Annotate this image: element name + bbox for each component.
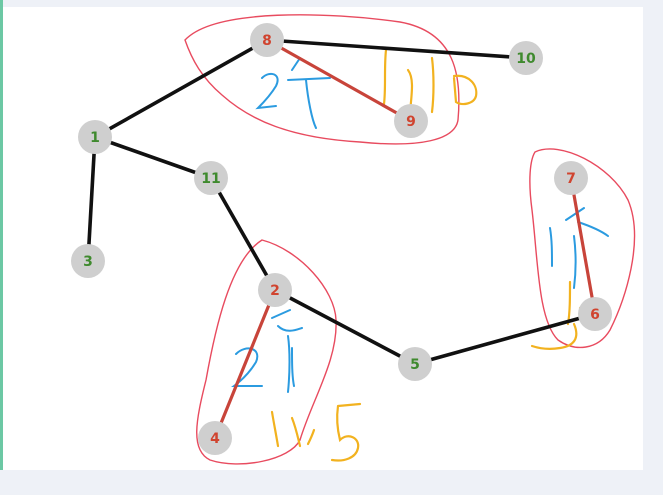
node-label: 11 [201,171,220,187]
group-circle-8-9 [184,14,460,145]
edge-8-9 [265,38,413,123]
node-circle [398,347,432,381]
node-circle [554,161,588,195]
edge-8-10 [265,38,528,60]
node-label: 2 [270,283,280,299]
edge-2-5 [273,288,417,366]
node-circle [78,120,112,154]
node-label: 7 [566,171,576,187]
edge-1-8 [93,38,269,139]
node-circle [198,421,232,455]
node-label: 5 [410,357,420,373]
group-circle-2-4 [196,239,337,465]
node-label: 8 [262,33,272,49]
node-circle [194,161,228,195]
node-11[interactable]: 11 [194,161,228,195]
node-label: 4 [210,431,220,447]
node-circle [250,23,284,57]
node-2[interactable]: 2 [258,273,292,307]
node-9[interactable]: 9 [394,104,428,138]
node-5[interactable]: 5 [398,347,432,381]
node-label: 3 [83,254,93,270]
whiteboard-canvas[interactable] [3,7,643,470]
node-label: 9 [406,114,416,130]
node-4[interactable]: 4 [198,421,232,455]
edge-1-11 [93,135,213,180]
group-circle-7-6 [529,148,636,349]
edge-11-2 [209,176,277,292]
blue-scribble-8-9 [255,57,331,129]
orange-scribble-8-9 [382,48,478,114]
node-7[interactable]: 7 [554,161,588,195]
node-10[interactable]: 10 [509,41,543,75]
node-circle [578,297,612,331]
node-circle [258,273,292,307]
blue-scribble-2-4 [231,309,303,393]
node-circle [394,104,428,138]
blue-scribble-7-6 [549,207,609,289]
left-accent-bar [0,0,3,495]
edge-2-4 [213,288,277,440]
node-circle [71,244,105,278]
node-8[interactable]: 8 [250,23,284,57]
edges [86,38,597,440]
node-label: 10 [516,51,536,67]
edge-7-6 [569,176,597,316]
node-label: 1 [90,130,100,146]
node-6[interactable]: 6 [578,297,612,331]
bottom-strip [0,470,663,495]
nodes: 1 3 8 9 10 11 2 4 5 7 6 [71,23,612,455]
handwritten-annotations [184,14,636,465]
edge-1-3 [86,135,97,263]
node-1[interactable]: 1 [78,120,112,154]
node-label: 6 [590,307,600,323]
node-circle [509,41,543,75]
edge-5-6 [413,312,597,366]
orange-scribble-2-4 [270,402,362,462]
node-3[interactable]: 3 [71,244,105,278]
